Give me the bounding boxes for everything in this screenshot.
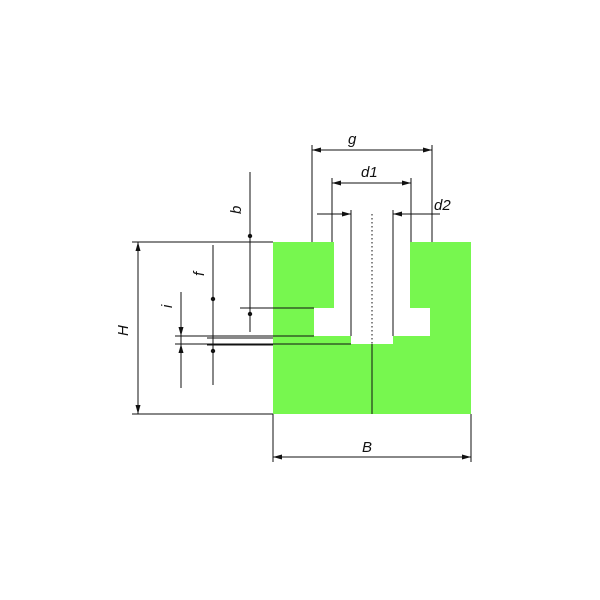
label-g: g [348, 131, 357, 148]
dimension-g: g [311, 131, 433, 242]
dimension-H: H [115, 241, 273, 415]
dimension-d1: d1 [331, 164, 412, 242]
profile-body [273, 242, 471, 414]
label-f: f [191, 270, 208, 276]
label-d2: d2 [434, 197, 451, 214]
label-d1: d1 [361, 164, 378, 181]
label-b: b [228, 206, 245, 214]
dimension-d2: d2 [317, 197, 451, 336]
label-i: i [159, 304, 176, 308]
label-B: B [362, 439, 372, 456]
dimension-B: B [272, 414, 472, 462]
dimension-f: f [191, 245, 273, 385]
dimension-i: i [159, 292, 351, 388]
label-H: H [115, 325, 132, 336]
